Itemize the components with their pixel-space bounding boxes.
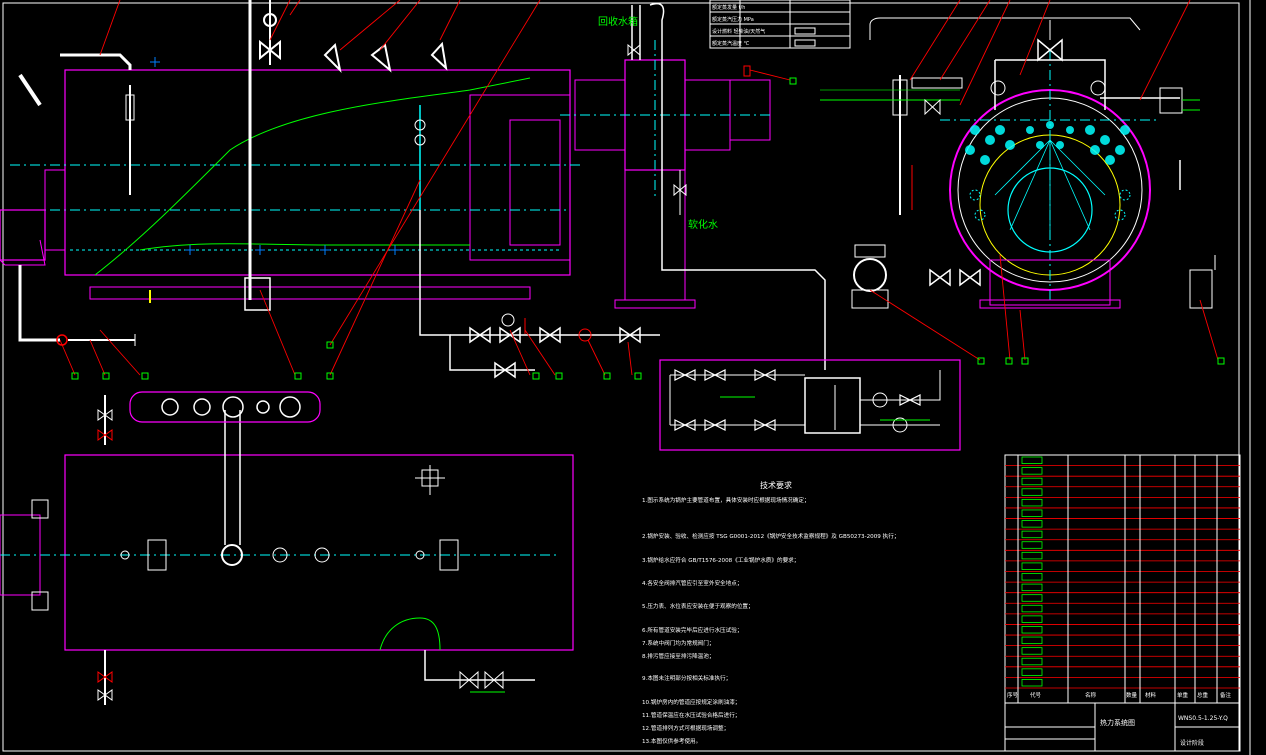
note-line-10: 10.锅炉房内的管道应按规定涂刷油漆；	[642, 698, 740, 706]
table-row-code-box	[1021, 679, 1043, 687]
parts-table: 序号 代号 名称 数量 材料 单重 总重 备注 热力系统图 WNS0.5-1.2…	[1004, 454, 1241, 752]
deaerator-assembly: 回收水箱 软化水 额定蒸发量 t/h 额定蒸汽压力 MPa 设计燃料 轻柴油/天…	[560, 0, 851, 370]
table-row-code-box	[1021, 594, 1043, 602]
note-line-4: 4.各安全阀排汽管应引至室外安全地点；	[642, 579, 742, 587]
leader-boxes	[71, 77, 1225, 380]
feed-water-piping	[419, 210, 961, 451]
table-row-code-box	[1021, 562, 1043, 570]
table-row-code-box	[1021, 615, 1043, 623]
note-line-5: 5.压力表、水位表应安装在便于观察的位置；	[642, 602, 754, 610]
legend-row-3: 设计燃料 轻柴油/天然气	[712, 28, 765, 35]
return-water-tank-label: 回收水箱	[598, 15, 638, 28]
drawing-frame	[2, 2, 1240, 752]
table-row-code-box	[1021, 520, 1043, 528]
note-line-12: 12.管道排列方式可根据现场调整；	[642, 724, 729, 732]
table-row-code-box	[1021, 498, 1043, 507]
table-row-code-box	[1021, 647, 1043, 655]
note-line-1: 1.图示系统为锅炉主要管道布置，具体安装时应根据现场情况确定；	[642, 496, 810, 504]
boiler-front-view	[820, 17, 1216, 309]
note-line-3: 3.锅炉给水应符合 GB/T1576-2008《工业锅炉水质》的要求；	[642, 556, 799, 564]
leader-lines	[59, 0, 1219, 376]
table-row-code-box	[1021, 573, 1043, 581]
table-row-code-box	[1021, 551, 1043, 560]
table-header-code: 代号	[1030, 691, 1042, 699]
table-header-remark: 备注	[1220, 691, 1232, 699]
legend-row-2: 额定蒸汽压力 MPa	[712, 16, 754, 23]
table-row-code-box	[1021, 530, 1043, 539]
table-header-qty: 数量	[1126, 691, 1138, 699]
table-header-no: 序号	[1007, 691, 1019, 699]
note-line-13: 13.本图仅供参考使用。	[642, 737, 701, 745]
table-row-code-box	[1021, 488, 1043, 496]
table-header-name: 名称	[1085, 691, 1097, 699]
note-line-8: 8.排污管应接至排污降温池；	[642, 652, 714, 660]
table-row-code-box	[1021, 456, 1043, 464]
table-row-code-box	[1021, 509, 1043, 517]
technical-notes: 技术要求 1.图示系统为锅炉主要管道布置，具体安装时应根据现场情况确定； 2.锅…	[642, 480, 899, 745]
table-row-code-box	[1021, 541, 1043, 549]
table-row-code-box	[1021, 604, 1043, 613]
title-block-sheet: 设计阶段	[1180, 739, 1204, 747]
table-row-code-box	[1021, 668, 1043, 676]
table-row-code-box	[1021, 636, 1043, 645]
table-header-unit-weight: 单重	[1177, 691, 1189, 699]
note-line-9: 9.本图未注明部分按相关标准执行；	[642, 674, 731, 682]
table-row-code-box	[1021, 467, 1043, 475]
boiler-top-view	[0, 391, 574, 705]
note-line-2: 2.锅炉安装、验收、检测应按 TSG G0001-2012《锅炉安全技术监察规程…	[642, 532, 899, 540]
legend-row-1: 额定蒸发量 t/h	[712, 4, 745, 11]
note-line-11: 11.管道保温应在水压试验合格后进行；	[642, 711, 740, 719]
table-row-code-box	[1021, 477, 1043, 486]
table-header-total-weight: 总重	[1197, 691, 1209, 699]
note-line-6: 6.所有管道安装完毕后应进行水压试验；	[642, 626, 742, 634]
title-block-number: WNS0.5-1.25-Y.Q	[1178, 715, 1228, 722]
title-block-name: 热力系统图	[1100, 718, 1135, 727]
table-row-code-box	[1021, 626, 1043, 634]
table-row-code-box	[1021, 657, 1043, 666]
note-line-7: 7.系统中阀门均为常规阀门；	[642, 639, 714, 647]
notes-title: 技术要求	[760, 480, 792, 490]
legend-row-4: 额定蒸汽温度 ℃	[712, 40, 750, 47]
boiler-side-view	[0, 0, 580, 346]
softened-water-label: 软化水	[688, 218, 718, 231]
table-header-material: 材料	[1145, 691, 1157, 699]
table-row-code-box	[1021, 583, 1043, 592]
